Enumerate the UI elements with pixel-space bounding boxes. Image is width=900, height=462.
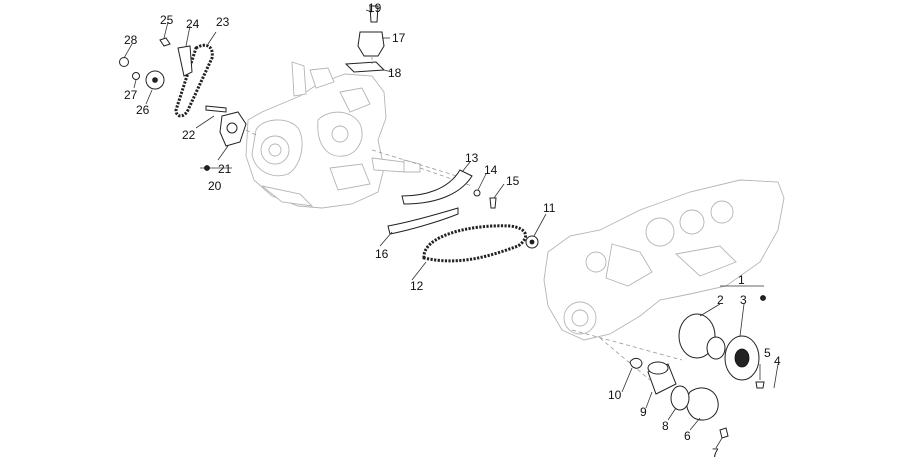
group-marker-20 (204, 165, 210, 171)
callout-6: 6 (684, 429, 691, 443)
crankcase-1 (543, 179, 785, 381)
callout-14: 14 (484, 163, 498, 177)
timing-chain-12 (422, 224, 527, 263)
o-ring-8 (670, 385, 690, 411)
o-ring-2 (678, 313, 716, 359)
seal-3 (706, 336, 726, 360)
callout-22: 22 (182, 128, 196, 142)
callout-4: 4 (774, 354, 781, 368)
callout-28: 28 (124, 33, 138, 47)
callout-27: 27 (124, 88, 138, 102)
callout-26: 26 (136, 103, 150, 117)
leader-lines (123, 9, 779, 449)
chain-guide-13 (401, 169, 473, 205)
callout-23: 23 (216, 15, 230, 29)
filter-cover-6 (686, 387, 719, 421)
drive-chain-23 (174, 43, 214, 118)
washer-27 (132, 72, 140, 80)
screw-19 (369, 5, 379, 23)
oil-pump-drive-group (119, 37, 259, 169)
callout-20: 20 (208, 179, 222, 193)
screw-25 (159, 37, 171, 47)
callout-8: 8 (662, 419, 669, 433)
callout-17: 17 (392, 31, 406, 45)
callout-25: 25 (160, 13, 174, 27)
callout-24: 24 (186, 17, 200, 31)
gasket-18 (344, 61, 386, 73)
screw-22 (205, 105, 227, 113)
screw-28 (119, 57, 129, 67)
callout-1: 1 (738, 273, 745, 287)
callout-5: 5 (764, 346, 771, 360)
screw-15 (489, 197, 497, 209)
clip-10 (629, 357, 643, 369)
callout-19: 19 (368, 1, 382, 15)
callout-2: 2 (717, 293, 724, 307)
callout-10: 10 (608, 388, 622, 402)
oil-filter-group (629, 285, 766, 439)
callout-21: 21 (218, 162, 232, 176)
screw-5 (755, 381, 765, 389)
callout-18: 18 (388, 66, 402, 80)
callout-11: 11 (543, 201, 556, 215)
callout-16: 16 (375, 247, 389, 261)
chain-guide-16 (387, 207, 459, 235)
washer-14 (473, 189, 481, 197)
callout-9: 9 (640, 405, 647, 419)
callout-15: 15 (506, 174, 520, 188)
callout-3: 3 (740, 293, 747, 307)
callout-13: 13 (465, 151, 479, 165)
callout-7: 7 (712, 446, 719, 457)
thermostat-17 (357, 31, 385, 57)
callout-labels: 1 2 3 4 5 6 7 8 9 10 11 12 13 14 15 16 1… (124, 1, 781, 460)
thermostat-group (344, 5, 386, 73)
timing-chain-group (387, 169, 539, 263)
engine-block (245, 61, 473, 209)
tensioner-24 (177, 45, 193, 77)
plug-7 (719, 427, 729, 439)
callout-12: 12 (410, 279, 424, 293)
